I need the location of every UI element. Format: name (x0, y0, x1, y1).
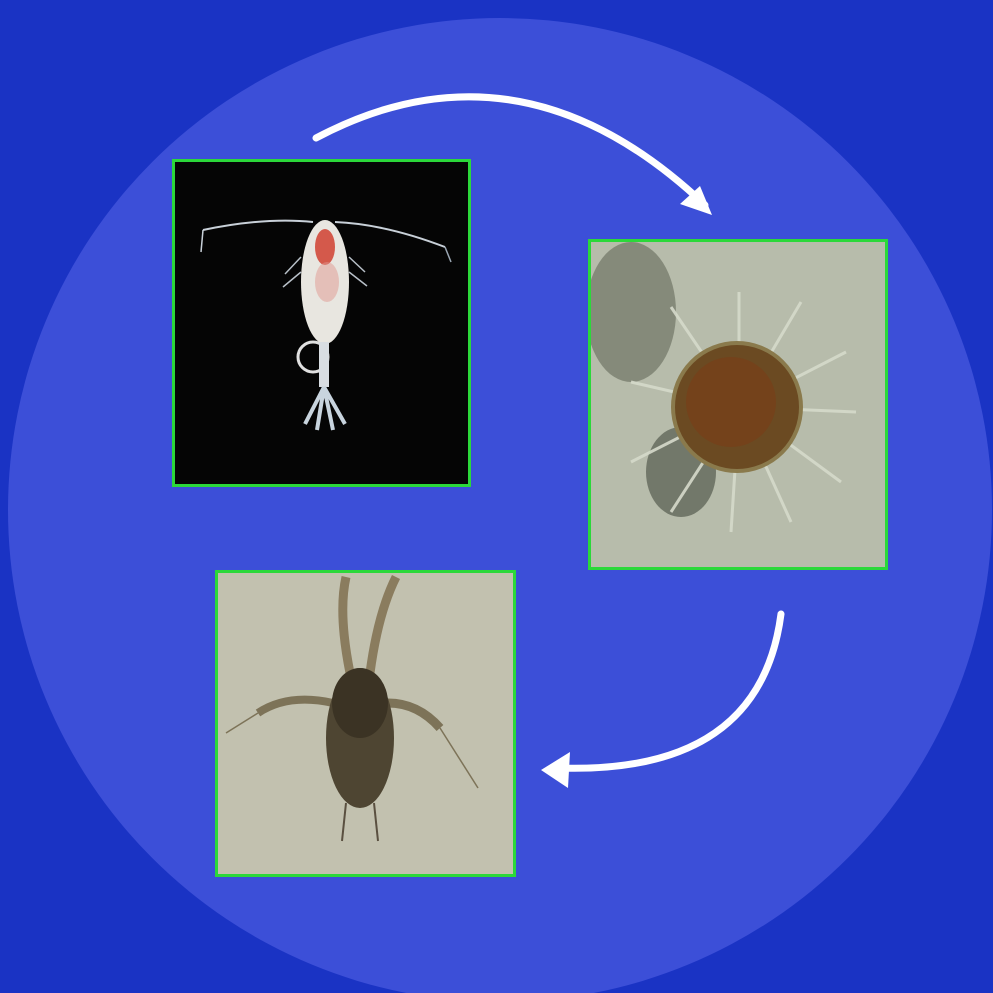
copepod-adult-image (175, 162, 468, 484)
spiny-egg-image (591, 242, 885, 567)
nauplius-larva-image (218, 573, 513, 874)
resting-egg-panel (588, 239, 888, 570)
nauplius-larva-panel (215, 570, 516, 877)
adult-copepod-panel (172, 159, 471, 487)
